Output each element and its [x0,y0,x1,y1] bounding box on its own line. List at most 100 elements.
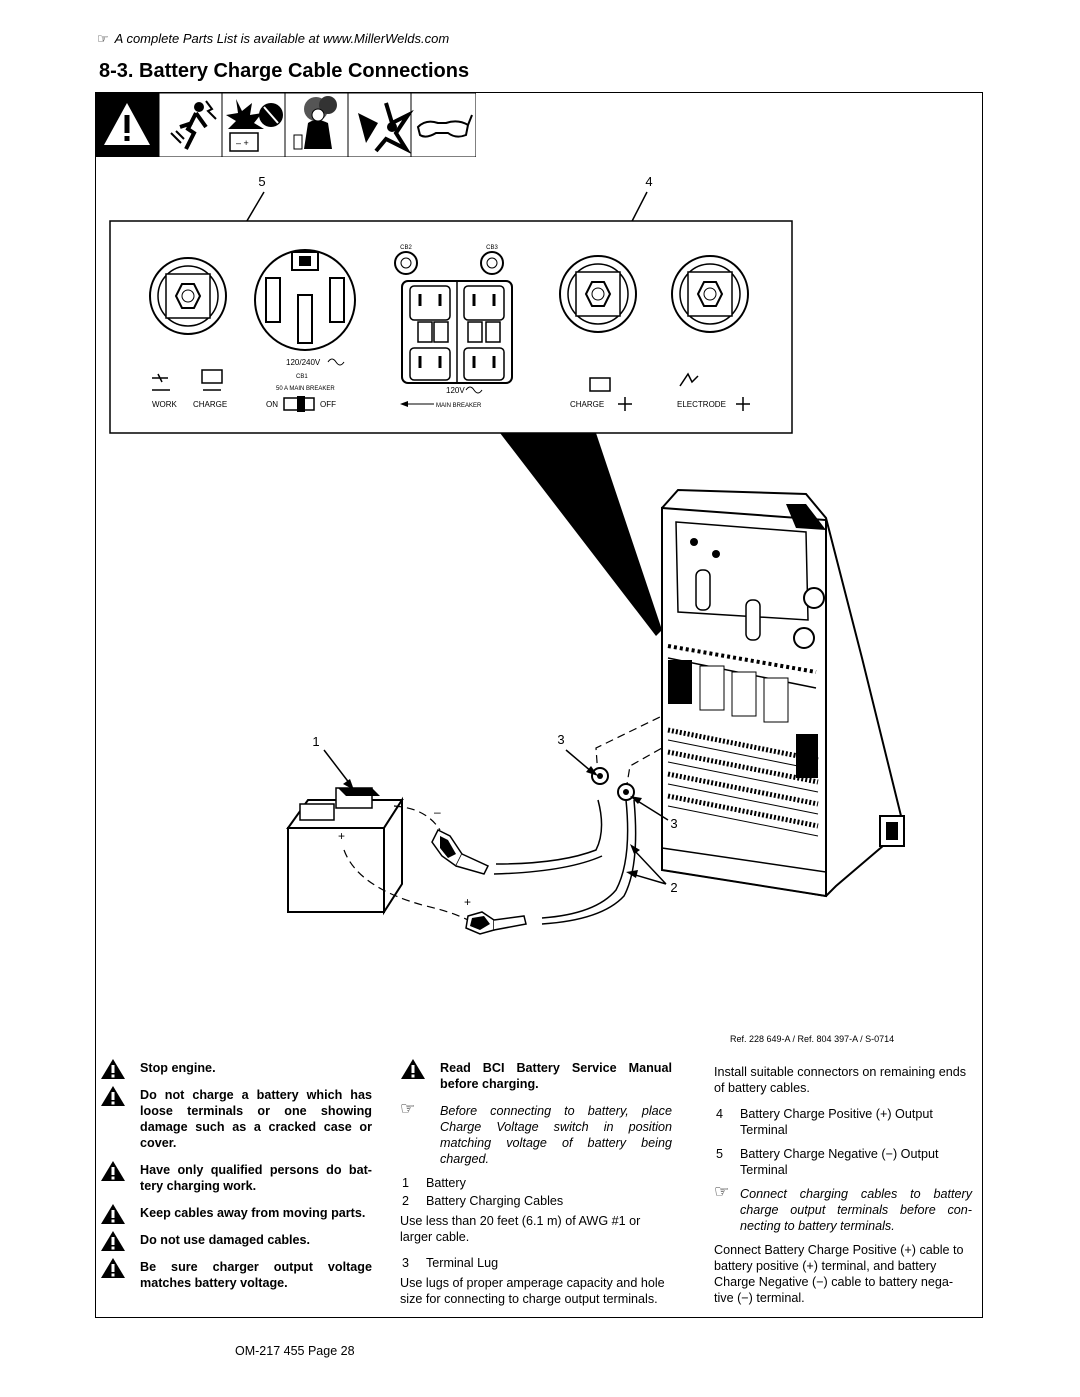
warning-triangle-icon [101,1204,125,1224]
label-cb3: CB3 [486,245,498,251]
note-text: Before connecting to battery, place Char… [440,1104,672,1166]
svg-text:– +: – + [236,138,249,148]
callout-3-top: 3 [557,732,564,747]
battery: + [286,787,404,916]
duplex-receptacles-120v [401,280,513,384]
paragraph: Connect Battery Charge Positive (+) cabl… [714,1243,964,1305]
battery-symbol-left [201,369,223,384]
item-number: 1 [402,1176,410,1190]
pointing-hand-icon: ☞ [400,1099,416,1118]
warning-item: Do not use damaged cables. [100,1231,372,1251]
item-number: 3 [402,1256,410,1270]
list-item: 4 Battery Charge Positive (+) Output Term… [714,1106,972,1138]
welder-front-view [660,488,906,898]
content-frame [95,92,983,1318]
work-terminal-stud [149,257,227,335]
warning-item: Be sure charger output voltage matches b… [100,1258,372,1291]
battery-symbol-right [589,377,611,392]
battery-explosion-icon: – + [226,99,283,152]
callout-1: 1 [312,734,319,749]
callout-4: 4 [645,174,652,189]
safety-glasses-icon [416,114,473,138]
warning-triangle-icon [101,1059,125,1079]
note: ☞ Before connecting to battery, place Ch… [400,1099,672,1167]
warning-item: Read BCI Battery Service Manual before c… [400,1059,672,1092]
list-item: 2 Battery Charging Cables [400,1193,672,1209]
item-text: Terminal Lug [426,1256,499,1270]
label-charge-right: CHARGE [570,400,604,409]
item-number: 5 [716,1147,724,1161]
warning-triangle-icon [101,1086,125,1106]
item-number: 4 [716,1107,724,1121]
page-number: OM-217 455 Page 28 [235,1344,355,1358]
parts-list-text: A complete Parts List is available at ww… [114,31,450,46]
warning-text: Do not charge a battery which has loose … [140,1088,372,1150]
negative-cable-clamp: – [431,805,490,875]
work-clamp-icon [152,373,168,383]
warning-text: Be sure charger output voltage matches b… [140,1260,372,1290]
item-text: Battery [426,1176,466,1190]
electrode-holder-icon [679,372,699,387]
warning-item: Stop engine. [100,1059,372,1079]
label-cb2: CB2 [400,245,412,251]
warning-item: Keep cables away from moving parts. [100,1204,372,1224]
paragraph: Use lugs of proper amperage capacity and… [400,1276,665,1306]
warning-triangle-icon [101,1258,125,1278]
warning-text: Keep cables away from moving parts. [140,1206,366,1220]
label-off: OFF [320,400,336,409]
label-work: WORK [152,400,178,409]
label-120v: 120V [446,386,465,395]
pointing-hand-icon: ☞ [97,31,109,46]
moving-parts-icon [358,102,414,154]
pointing-hand-icon: ☞ [714,1182,730,1201]
front-panel-detail: 120/240V CB2 CB3 120V [109,220,793,434]
battery-plus-mark: + [338,829,345,843]
note: ☞ Connect charging cables to battery cha… [714,1182,972,1234]
warning-triangle-icon [101,1231,125,1251]
callout-2: 2 [670,880,677,895]
electrode-terminal [671,255,749,333]
item-text: Battery Charging Cables [426,1194,564,1208]
warning-triangle-icon [101,1161,125,1181]
electric-shock-icon [170,100,217,150]
label-on: ON [266,400,278,409]
toxic-fumes-icon [293,96,337,150]
warning-icon [96,93,159,157]
warnings-column: Stop engine. Do not charge a battery whi… [100,1059,372,1302]
warning-text: Have only qualified persons do bat- tery… [140,1163,372,1193]
label-charge-left: CHARGE [193,400,227,409]
item-text: Battery Charge Positive (+) Output Termi… [740,1107,933,1137]
list-item: 5 Battery Charge Negative (−) Output Term… [714,1146,972,1178]
connection-column: Install suitable connectors on remaining… [714,1060,972,1316]
positive-cable [541,799,637,925]
minus-mark: – [434,805,441,819]
parts-list-note: ☞ A complete Parts List is available at w… [97,31,449,47]
list-item: 3 Terminal Lug [400,1255,672,1271]
warning-text: Do not use damaged cables. [140,1233,311,1247]
warning-text: Stop engine. [140,1061,216,1075]
label-120-240v: 120/240V [286,358,321,367]
label-cb1: CB1 [296,374,308,380]
paragraph: Install suitable connectors on remaining… [714,1065,967,1095]
list-item: 1 Battery [400,1175,672,1191]
warning-item: Have only qualified persons do bat- tery… [100,1161,372,1194]
plus-mark: + [464,895,471,909]
safety-icon-strip: – + [96,93,476,157]
receptacle-240v: 120/240V [254,249,356,367]
item-number: 2 [402,1194,410,1208]
label-main-breaker: MAIN BREAKER [436,403,482,409]
callout-5: 5 [258,174,265,189]
instructions-column: Read BCI Battery Service Manual before c… [400,1059,672,1317]
note-text: Connect charging cables to battery charg… [740,1187,972,1233]
charge-positive-terminal [559,255,637,333]
section-title: 8-3. Battery Charge Cable Connections [99,60,470,82]
warning-triangle-icon [401,1059,425,1079]
callout-3-bottom: 3 [670,816,677,831]
detail-pointer [500,433,662,636]
label-electrode: ELECTRODE [677,400,726,409]
item-text: Battery Charge Negative (−) Output Termi… [740,1147,939,1177]
positive-cable-clamp: + [464,895,527,935]
battery-charge-diagram: 5 4 120/240V CB2 CB3 [109,174,906,935]
paragraph: Use less than 20 feet (6.1 m) of AWG #1 … [400,1214,641,1244]
warning-item: Do not charge a battery which has loose … [100,1086,372,1151]
